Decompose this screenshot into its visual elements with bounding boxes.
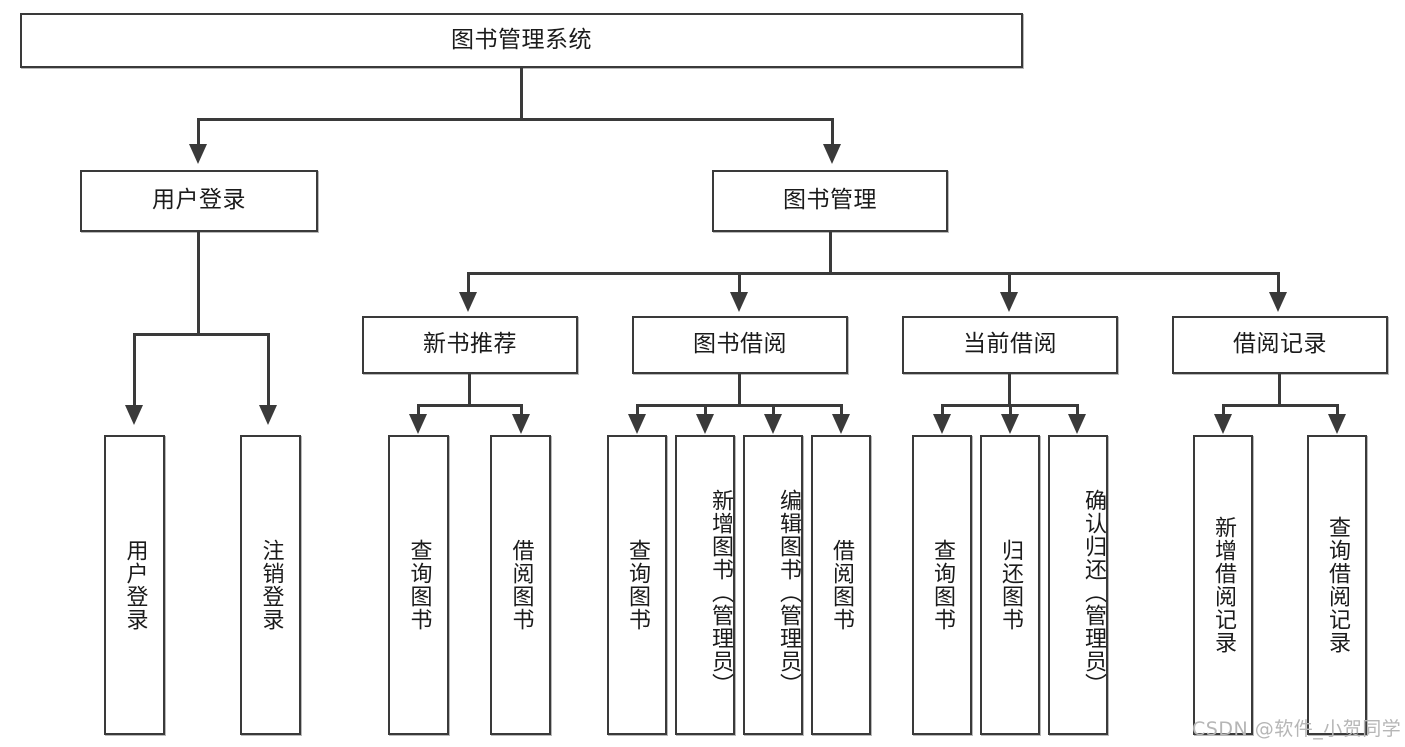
arrow-icon-nbr-leaf-1 — [409, 414, 427, 434]
node-label: 确认归还（管理员） — [1081, 488, 1106, 696]
arrow-icon-bb-leaf-3 — [764, 414, 782, 434]
leaf-book-borrow-edit-book-admin[interactable]: 编辑图书（管理员） — [743, 435, 803, 735]
connector-user-login-bus — [133, 333, 270, 336]
arrow-icon-bb-leaf-2 — [696, 414, 714, 434]
node-label: 注销登录 — [258, 539, 284, 631]
node-user-login[interactable]: 用户登录 — [80, 170, 318, 232]
node-label: 用户登录 — [152, 187, 246, 214]
node-new-book-recommend[interactable]: 新书推荐 — [362, 316, 578, 374]
connector-to-borrow-record — [1277, 272, 1280, 294]
node-borrow-record[interactable]: 借阅记录 — [1172, 316, 1388, 374]
connector-book-borrow-bus — [636, 404, 843, 407]
leaf-new-book-recommend-query-books[interactable]: 查询图书 — [388, 435, 449, 735]
leaf-current-borrow-confirm-return-admin[interactable]: 确认归还（管理员） — [1048, 435, 1108, 735]
node-label: 图书管理 — [783, 187, 877, 214]
arrow-icon-nbr-leaf-2 — [512, 414, 530, 434]
node-label: 图书管理系统 — [451, 26, 592, 53]
leaf-user-login-login[interactable]: 用户登录 — [104, 435, 165, 735]
connector-bb-leaf-1 — [636, 404, 639, 416]
arrow-icon-to-borrow-record — [1269, 292, 1287, 312]
node-label: 借阅图书 — [828, 539, 854, 631]
node-label: 用户登录 — [122, 539, 148, 631]
node-current-borrow[interactable]: 当前借阅 — [902, 316, 1118, 374]
leaf-new-book-recommend-borrow-books[interactable]: 借阅图书 — [490, 435, 551, 735]
connector-root-stem — [520, 68, 523, 120]
arrow-icon-user-login-leaf-1 — [125, 405, 143, 425]
node-label: 借阅记录 — [1233, 331, 1327, 358]
arrow-icon-cb-leaf-2 — [1001, 414, 1019, 434]
connector-root-bus — [197, 118, 834, 121]
node-label: 查询图书 — [406, 539, 432, 631]
connector-level2-bus — [467, 272, 1279, 275]
arrow-icon-to-book-management — [823, 144, 841, 164]
arrow-icon-to-book-borrow — [730, 292, 748, 312]
connector-bb-leaf-2 — [704, 404, 707, 416]
arrow-icon-to-new-book-recommend — [459, 292, 477, 312]
connector-cb-leaf-2 — [1009, 404, 1012, 416]
node-label: 查询图书 — [929, 539, 955, 631]
connector-user-login-to-leaf-2 — [267, 333, 270, 407]
node-book-management[interactable]: 图书管理 — [712, 170, 948, 232]
arrow-icon-to-user-login — [189, 144, 207, 164]
node-label: 编辑图书（管理员） — [776, 488, 801, 696]
connector-nbr-leaf-1 — [417, 404, 420, 416]
connector-book-borrow-stem — [738, 374, 741, 406]
node-label: 新书推荐 — [423, 331, 517, 358]
node-label: 查询图书 — [624, 539, 650, 631]
node-label: 归还图书 — [997, 539, 1023, 631]
connector-borrow-record-bus — [1222, 404, 1339, 407]
leaf-book-borrow-borrow-books[interactable]: 借阅图书 — [811, 435, 871, 735]
connector-to-new-book-recommend — [467, 272, 470, 294]
connector-current-borrow-stem — [1008, 374, 1011, 406]
node-label: 新增图书（管理员） — [708, 488, 733, 696]
arrow-icon-to-current-borrow — [1000, 292, 1018, 312]
leaf-borrow-record-add-record[interactable]: 新增借阅记录 — [1193, 435, 1253, 735]
connector-bb-leaf-4 — [840, 404, 843, 416]
node-label: 图书借阅 — [693, 331, 787, 358]
arrow-icon-br-leaf-2 — [1328, 414, 1346, 434]
node-label: 当前借阅 — [963, 331, 1057, 358]
leaf-current-borrow-return-books[interactable]: 归还图书 — [980, 435, 1040, 735]
leaf-book-borrow-query-books[interactable]: 查询图书 — [607, 435, 667, 735]
connector-bb-leaf-3 — [772, 404, 775, 416]
csdn-watermark: CSDN @软件_小贺同学 — [1192, 718, 1402, 740]
connector-to-current-borrow — [1008, 272, 1011, 294]
connector-user-login-stem — [197, 232, 200, 335]
arrow-icon-user-login-leaf-2 — [259, 405, 277, 425]
leaf-user-login-logout[interactable]: 注销登录 — [240, 435, 301, 735]
connector-to-book-borrow — [738, 272, 741, 294]
leaf-current-borrow-query-books[interactable]: 查询图书 — [912, 435, 972, 735]
connector-br-leaf-2 — [1336, 404, 1339, 416]
node-label: 借阅图书 — [508, 539, 534, 631]
arrow-icon-bb-leaf-4 — [832, 414, 850, 434]
node-book-borrow[interactable]: 图书借阅 — [632, 316, 848, 374]
node-root-book-management-system[interactable]: 图书管理系统 — [20, 13, 1023, 68]
connector-root-to-book-management — [831, 118, 834, 146]
arrow-icon-bb-leaf-1 — [628, 414, 646, 434]
connector-cb-leaf-1 — [941, 404, 944, 416]
leaf-borrow-record-query-record[interactable]: 查询借阅记录 — [1307, 435, 1367, 735]
connector-br-leaf-1 — [1222, 404, 1225, 416]
arrow-icon-cb-leaf-3 — [1068, 414, 1086, 434]
connector-nbr-leaf-2 — [520, 404, 523, 416]
connector-borrow-record-stem — [1278, 374, 1281, 406]
connector-user-login-to-leaf-1 — [133, 333, 136, 407]
node-label: 新增借阅记录 — [1210, 516, 1236, 654]
connector-book-management-stem — [829, 232, 832, 274]
connector-root-to-user-login — [197, 118, 200, 146]
arrow-icon-br-leaf-1 — [1214, 414, 1232, 434]
leaf-book-borrow-add-book-admin[interactable]: 新增图书（管理员） — [675, 435, 735, 735]
connector-cb-leaf-3 — [1076, 404, 1079, 416]
connector-new-book-recommend-bus — [417, 404, 523, 407]
node-label: 查询借阅记录 — [1324, 516, 1350, 654]
connector-new-book-recommend-stem — [468, 374, 471, 406]
arrow-icon-cb-leaf-1 — [933, 414, 951, 434]
